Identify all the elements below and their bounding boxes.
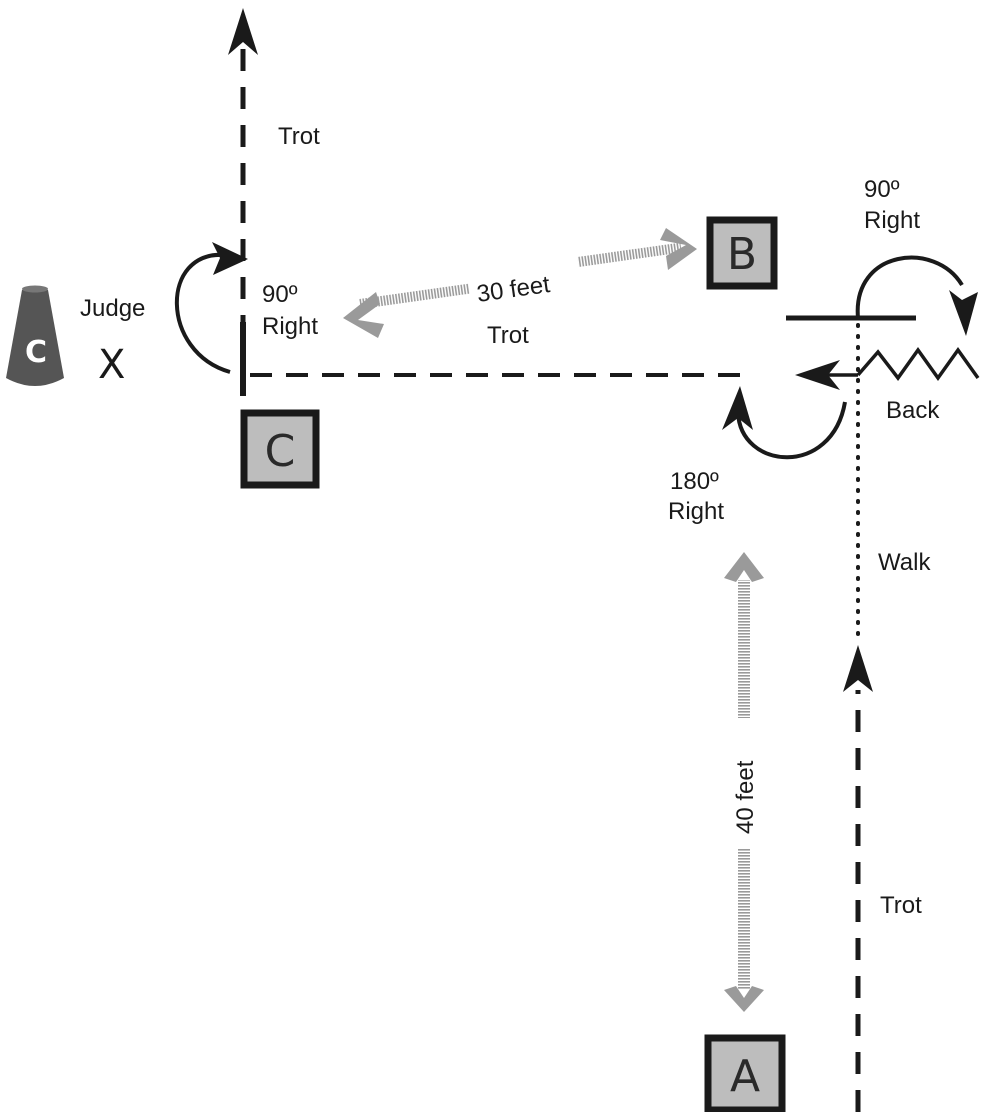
marker-b-label: B	[727, 229, 757, 280]
turn-arrowhead-180	[722, 386, 753, 430]
back-arrowhead	[795, 360, 840, 390]
label-walk: Walk	[878, 549, 931, 576]
marker-a: A	[704, 1034, 786, 1112]
distance-30-right-head	[660, 228, 697, 270]
turn-arrow-180	[736, 401, 847, 460]
label-distance-30: 30 feet	[475, 271, 552, 308]
label-trot-middle: Trot	[487, 322, 529, 349]
label-trot-top: Trot	[278, 123, 320, 150]
distance-30-right-shaft	[577, 242, 682, 267]
distance-40-bottom-shaft	[738, 848, 750, 990]
label-distance-40: 40 feet	[732, 760, 759, 834]
label-turn-180-dir: Right	[668, 498, 724, 525]
turn-arrowhead-90-left	[212, 242, 248, 275]
back-zigzag	[856, 346, 980, 382]
distance-30-feet	[343, 228, 697, 338]
label-back: Back	[886, 397, 940, 424]
label-turn-180-deg: 180º	[670, 468, 719, 495]
label-turn-left-deg: 90º	[262, 281, 298, 308]
label-turn-right-deg: 90º	[864, 176, 900, 203]
marker-c: C	[240, 409, 320, 489]
marker-b: B	[706, 216, 778, 290]
distance-40-feet	[724, 552, 764, 1012]
turn-arrow-90-right	[855, 255, 964, 319]
judge-cone-icon: C	[6, 285, 64, 386]
arrow-up-top	[228, 8, 258, 55]
turn-arrowhead-90-right	[949, 290, 978, 336]
judge-label: Judge	[80, 295, 145, 322]
arrow-up-bottom	[843, 645, 873, 692]
label-turn-left-dir: Right	[262, 313, 318, 340]
distance-40-bottom-head	[724, 986, 764, 1012]
distance-40-top-shaft	[738, 580, 750, 718]
marker-c-label: C	[265, 426, 296, 477]
label-trot-bottom: Trot	[880, 892, 922, 919]
distance-40-top-head	[724, 552, 764, 582]
judge-mark: X	[98, 342, 125, 388]
label-turn-right-dir: Right	[864, 207, 920, 234]
turn-arrow-90-left	[174, 252, 231, 374]
marker-a-label: A	[730, 1051, 760, 1102]
judge-cone-letter: C	[25, 335, 47, 370]
distance-30-left-shaft	[359, 283, 470, 309]
